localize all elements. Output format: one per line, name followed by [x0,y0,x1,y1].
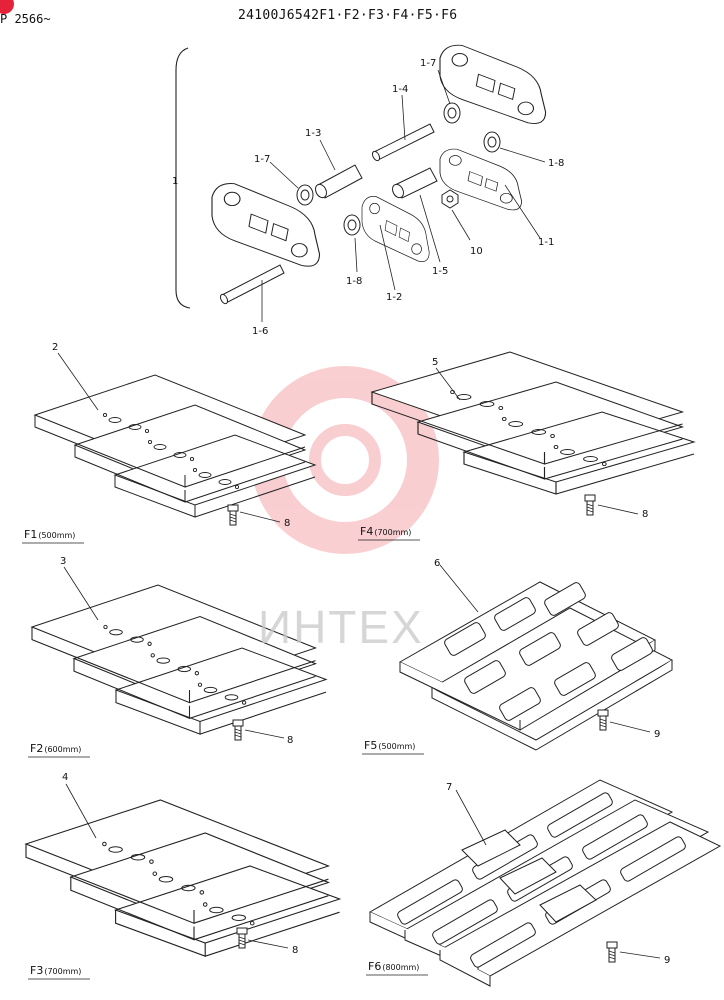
label-1: 1 [172,176,178,187]
pin-1-6 [219,264,285,305]
track-link-middle [361,195,430,262]
caption-f4: F4(700mm) [360,525,411,538]
seal-ring-1-8-lower [343,214,361,236]
bushing-1-5 [391,167,438,199]
bolt-number-8-f4: 8 [642,509,648,520]
part-number-4: 4 [62,772,68,783]
serial-range: P 2566~ [0,12,51,26]
bolt-number-8-f1: 8 [284,518,290,529]
shoe-f6: 7 9 F6(800mm) [366,779,722,987]
assembly-bracket [175,47,191,309]
shoe-f3: 4 8 F3(700mm) [25,772,341,980]
caption-f5: F5(500mm) [364,739,415,752]
bolt-number-8-f3: 8 [292,945,298,956]
bolt-number-9-f6: 9 [664,955,670,966]
part-number-6: 6 [434,558,440,569]
part-number-7: 7 [446,782,452,793]
caption-f3: F3(700mm) [30,964,81,977]
label-1-2: 1-2 [386,292,402,303]
page-title: 24100J6542F1·F2·F3·F4·F5·F6 [238,8,458,23]
shoe-f1: 2 8 F1(500mm) [22,342,316,544]
seal-ring-1-8-upper [483,131,501,153]
label-1-7-lower: 1-7 [254,154,270,165]
label-1-6: 1-6 [252,326,268,337]
caption-f2: F2(600mm) [30,742,81,755]
seal-ring-1-7-lower [296,184,314,206]
part-number-5: 5 [432,357,438,368]
corner-marker [0,0,14,14]
bolt-number-9-f5: 9 [654,729,660,740]
part-number-3: 3 [60,556,66,567]
caption-f6: F6(800mm) [368,960,419,973]
bushing-1-3 [314,164,363,199]
label-1-3: 1-3 [305,128,321,139]
label-10: 10 [470,246,483,257]
pin-1-4 [371,123,435,162]
seal-ring-1-7-upper [443,102,461,124]
shoe-f5: 6 9 F5(500mm) [362,558,674,755]
part-number-2: 2 [52,342,58,353]
label-1-8-left: 1-8 [346,276,362,287]
label-1-1: 1-1 [538,237,554,248]
shoe-f2: 3 8 F2(600mm) [28,556,327,758]
shoe-f4: 5 8 F4(700mm) [358,351,695,541]
label-1-5: 1-5 [432,266,448,277]
label-1-4: 1-4 [392,84,408,95]
chain-leader-lines [261,69,546,322]
caption-f1: F1(500mm) [24,528,75,541]
watermark-text: ИНТЕХ [258,601,424,653]
label-1-8-right: 1-8 [548,158,564,169]
label-1-7-upper: 1-7 [420,58,436,69]
nut-10 [441,189,459,209]
bolt-number-8-f2: 8 [287,735,293,746]
